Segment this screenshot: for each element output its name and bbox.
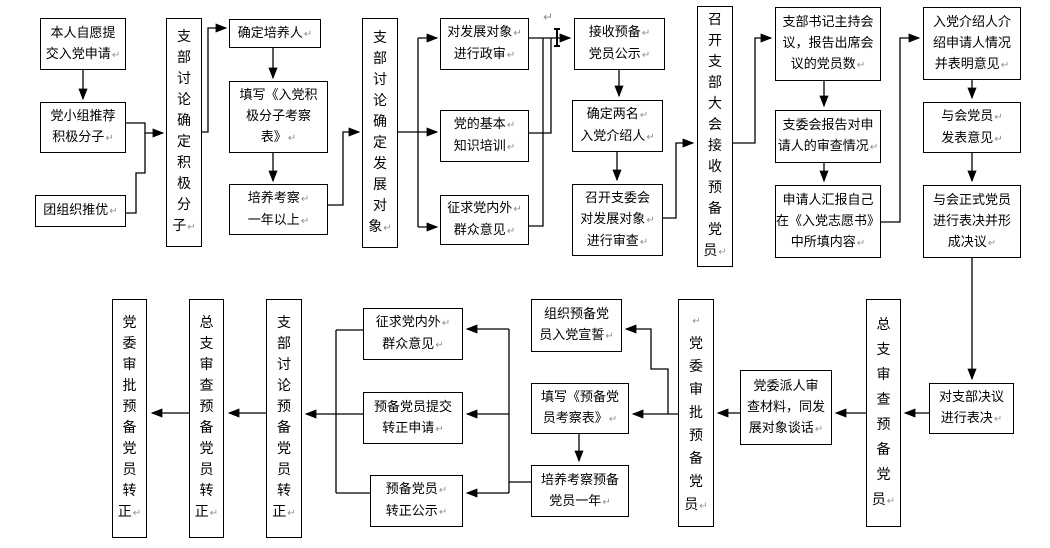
- node-knowledge-training[interactable]: 党的基本↵知识培训↵: [440, 110, 529, 162]
- node-probationary-publicity[interactable]: 接收预备↵党员公示↵: [574, 18, 665, 70]
- node-branch-meeting[interactable]: 召开支部大会接收预备党员↵: [697, 6, 733, 267]
- node-political-review[interactable]: 对发展对象↵进行政审↵: [440, 18, 529, 70]
- node-general-branch-review[interactable]: 总支审查预备党员↵: [866, 299, 901, 527]
- node-vote-resolution[interactable]: 对支部决议进行表决↵: [929, 383, 1014, 434]
- node-branch-discuss-activist[interactable]: 支部讨论确定积极分子↵: [166, 18, 202, 247]
- node-youth-league[interactable]: 团组织推优↵: [35, 195, 126, 227]
- node-conversion-publicity[interactable]: 预备党员↵转正公示↵: [370, 475, 463, 527]
- node-cultivate-one-year[interactable]: 培养考察↵一年以上↵: [229, 184, 328, 235]
- node-committee-approve-conversion[interactable]: 党委审批预备党员转正↵: [112, 299, 147, 538]
- node-self-apply[interactable]: 本人自愿提交入党申请↵: [40, 18, 126, 70]
- node-branch-discuss-target[interactable]: 支部讨论确定发展对象↵: [362, 18, 398, 248]
- node-formal-vote[interactable]: 与会正式党员进行表决并形成决议↵: [923, 185, 1021, 258]
- node-group-recommend[interactable]: 党小组推荐积极分子↵: [40, 102, 126, 153]
- node-secretary-host[interactable]: 支部书记主持会议，报告出席会议的党员数↵: [775, 7, 881, 81]
- node-oath[interactable]: 组织预备党员入党宣誓↵: [531, 299, 622, 352]
- node-seek-opinions-1[interactable]: 征求党内外↵群众意见↵: [440, 195, 529, 245]
- node-seek-opinions-2[interactable]: 征求党内外↵群众意见↵: [363, 308, 463, 360]
- paragraph-mark-floating: ↵: [543, 10, 554, 24]
- node-two-introducers[interactable]: 确定两名↵入党介绍人↵: [572, 100, 663, 152]
- node-committee-report[interactable]: 支委会报告对申请人的审查情况↵: [775, 110, 881, 163]
- text-cursor: [554, 28, 560, 47]
- node-fill-activist-form[interactable]: 填写《入党积极分子考察表》↵: [229, 81, 328, 153]
- node-fill-probation-form[interactable]: 填写《预备党员考察表》↵: [531, 383, 629, 434]
- node-general-review-conversion[interactable]: 总支审查预备党员转正↵: [189, 299, 224, 538]
- node-member-opinions[interactable]: 与会党员↵发表意见↵: [923, 102, 1021, 153]
- node-assign-cultivator[interactable]: 确定培养人↵: [229, 19, 321, 48]
- node-introducers-present[interactable]: 入党介绍人介绍申请人情况并表明意见↵: [923, 7, 1021, 80]
- node-applicant-report[interactable]: 申请人汇报自己在《入党志愿书》中所填内容↵: [775, 185, 881, 258]
- node-probation-one-year[interactable]: 培养考察预备党员一年↵: [531, 465, 629, 517]
- node-committee-review-target[interactable]: 召开支委会对发展对象↵进行审查↵: [572, 184, 663, 256]
- node-submit-application[interactable]: 预备党员提交转正申请↵: [363, 392, 463, 444]
- node-committee-approve[interactable]: ↵党委审批预备党员↵: [678, 299, 714, 527]
- node-branch-discuss-conversion[interactable]: 支部讨论预备党员转正↵: [266, 299, 302, 538]
- node-committee-send-review[interactable]: 党委派人审查材料，同发展对象谈话↵: [740, 370, 832, 445]
